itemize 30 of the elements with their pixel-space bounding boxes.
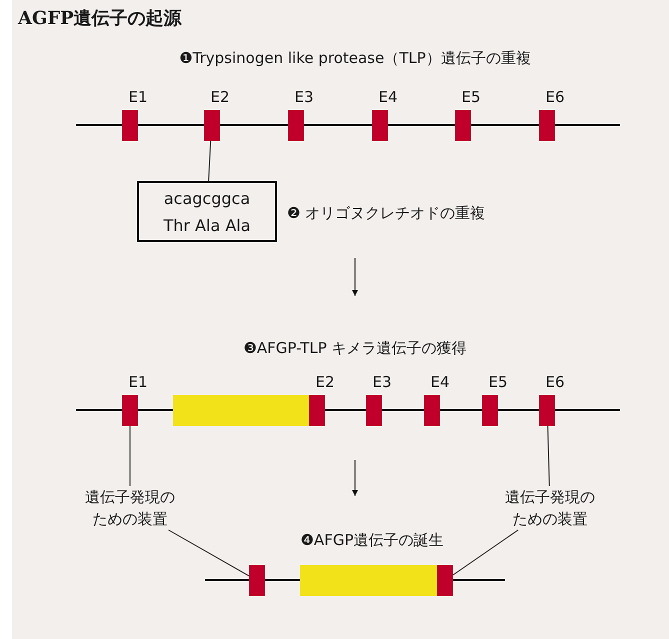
leader-line bbox=[547, 426, 550, 486]
inserted-segment bbox=[173, 395, 309, 426]
exon-label: E5 bbox=[487, 373, 509, 391]
exon-block bbox=[437, 565, 453, 596]
exon-label: E6 bbox=[544, 88, 566, 106]
leader-line bbox=[208, 140, 212, 182]
leader-line bbox=[452, 530, 519, 576]
inserted-segment bbox=[300, 565, 437, 596]
amino-acid-text: Thr Ala Ala bbox=[163, 214, 251, 236]
title: AGFP遺伝子の起源 bbox=[18, 7, 182, 30]
exon-label: E2 bbox=[209, 88, 231, 106]
step-heading: ❶Trypsinogen like protease（TLP）遺伝子の重複 bbox=[179, 49, 531, 67]
sequence-box bbox=[137, 181, 277, 242]
step-heading: ❸AFGP-TLP キメラ遺伝子の獲得 bbox=[243, 339, 467, 357]
step-heading: ❹AFGP遺伝子の誕生 bbox=[300, 531, 444, 549]
exon-label: E1 bbox=[127, 373, 149, 391]
exon-label: E5 bbox=[460, 88, 482, 106]
callout-text: 遺伝子発現のための装置 bbox=[85, 488, 175, 528]
callout-text: 遺伝子発現のための装置 bbox=[505, 488, 595, 528]
exon-label: E3 bbox=[371, 373, 393, 391]
exon-label: E6 bbox=[544, 373, 566, 391]
sequence-text: acagcggca bbox=[164, 188, 250, 210]
exon-label: E1 bbox=[127, 88, 149, 106]
exon-label: E3 bbox=[293, 88, 315, 106]
leader-line bbox=[168, 530, 250, 576]
step-heading: ❷ オリゴヌクレチオドの重複 bbox=[287, 204, 486, 222]
exon-label: E4 bbox=[377, 88, 399, 106]
exon-block bbox=[249, 565, 265, 596]
exon-label: E4 bbox=[429, 373, 451, 391]
exon-label: E2 bbox=[314, 373, 336, 391]
